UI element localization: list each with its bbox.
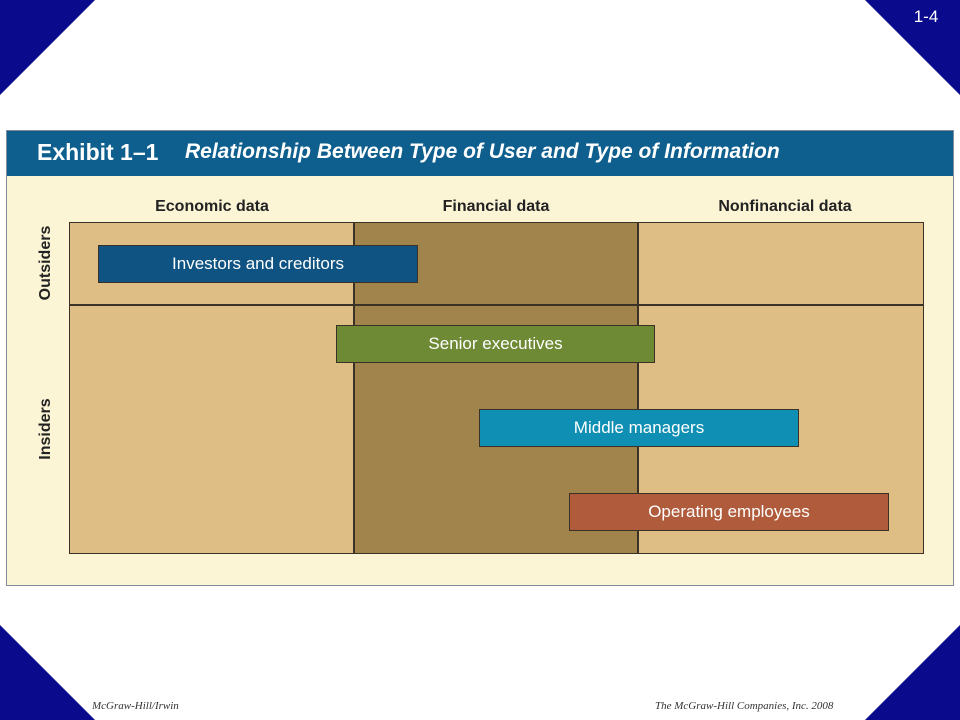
column-header-financial: Financial data bbox=[442, 198, 550, 215]
corner-decoration-bottom-left bbox=[0, 625, 95, 720]
exhibit-title: Relationship Between Type of User and Ty… bbox=[185, 140, 780, 163]
grid-divider-left bbox=[353, 222, 355, 554]
grid-row-divider bbox=[69, 304, 924, 306]
exhibit-label: Exhibit 1–1 bbox=[37, 139, 159, 165]
bar-operating-employees: Operating employees bbox=[569, 493, 889, 531]
footer-copyright: The McGraw-Hill Companies, Inc. 2008 bbox=[655, 700, 834, 712]
row-header-outsiders: Outsiders bbox=[37, 225, 54, 301]
bar-middle-managers: Middle managers bbox=[479, 409, 799, 447]
column-header-economic: Economic data bbox=[155, 198, 269, 215]
corner-decoration-top-right bbox=[865, 0, 960, 95]
bar-label: Operating employees bbox=[648, 502, 810, 521]
bar-label: Senior executives bbox=[428, 334, 563, 353]
bar-label: Investors and creditors bbox=[172, 254, 344, 273]
slide-number: 1-4 bbox=[913, 7, 939, 26]
bar-investors-and-creditors: Investors and creditors bbox=[98, 245, 418, 283]
bar-senior-executives: Senior executives bbox=[336, 325, 655, 363]
corner-decoration-top-left bbox=[0, 0, 95, 95]
footer-publisher: McGraw-Hill/Irwin bbox=[92, 700, 179, 712]
grid-outline bbox=[69, 222, 924, 554]
row-header-insiders: Insiders bbox=[37, 398, 54, 460]
column-header-nonfinancial: Nonfinancial data bbox=[718, 198, 852, 215]
grid-divider-right bbox=[637, 222, 639, 554]
corner-decoration-bottom-right bbox=[865, 625, 960, 720]
exhibit-header: Exhibit 1–1 Relationship Between Type of… bbox=[7, 131, 953, 176]
bar-label: Middle managers bbox=[573, 418, 705, 437]
